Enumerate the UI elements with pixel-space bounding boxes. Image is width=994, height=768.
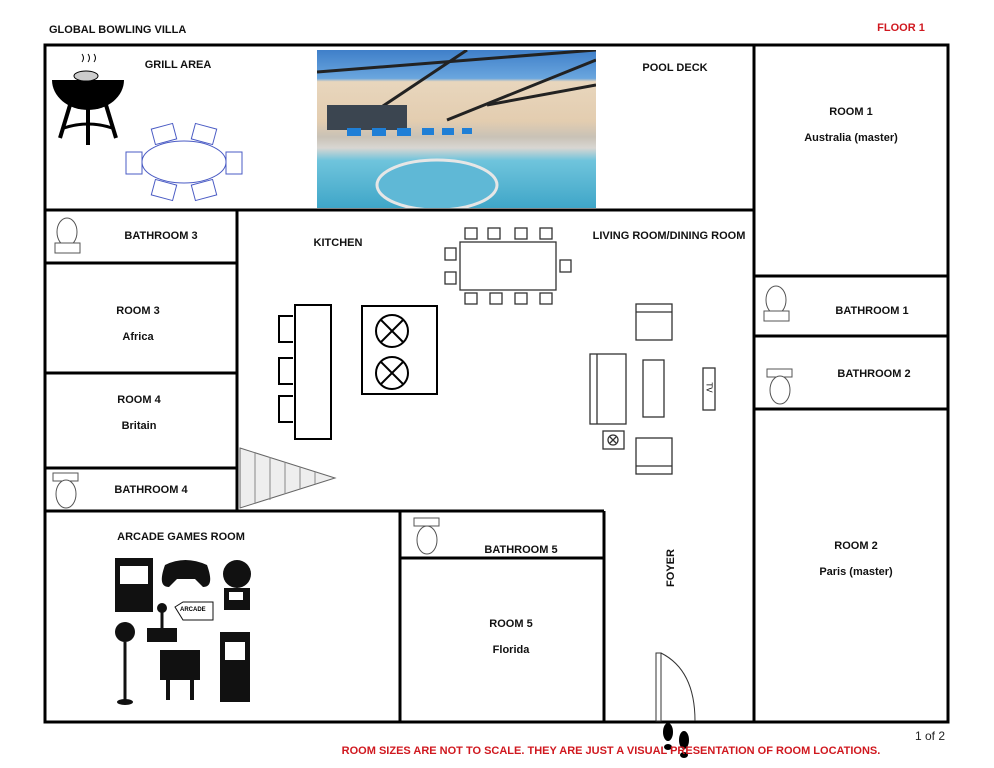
- page-number: 1 of 2: [915, 729, 946, 743]
- arcade-room-label: ARCADE GAMES ROOM: [117, 531, 245, 543]
- room1-label: ROOM 1: [829, 106, 873, 118]
- bathroom4-label: BATHROOM 4: [114, 484, 188, 496]
- pinball-machine-icon: [160, 650, 200, 700]
- room3-theme: Africa: [122, 331, 154, 343]
- room2-label: ROOM 2: [834, 540, 878, 552]
- room4-theme: Britain: [121, 420, 157, 432]
- footprints-icon: [663, 723, 689, 758]
- toilet-icon-bath4: [52, 472, 79, 509]
- arcade-machine-icon: [220, 632, 250, 702]
- arcade-icons: [115, 558, 251, 705]
- room2-theme: Paris (master): [819, 566, 893, 578]
- gumball-stand-icon: [115, 622, 135, 705]
- coffee-table-icon: [642, 359, 665, 418]
- dining-table-icon: [444, 227, 572, 305]
- sofa-icon: [589, 353, 627, 425]
- pool-deck-label: POOL DECK: [642, 62, 708, 74]
- room5-theme: Florida: [492, 644, 530, 656]
- stove-burner-icon: [375, 314, 409, 348]
- gamepad-icon: [161, 560, 211, 587]
- bathroom1-label: BATHROOM 1: [835, 305, 909, 317]
- arcade-arrow-sign-icon: [174, 601, 214, 621]
- bathroom5-label: BATHROOM 5: [484, 544, 558, 556]
- grill-area-label: GRILL AREA: [144, 59, 212, 71]
- foyer-label: FOYER: [665, 549, 677, 587]
- floor-label: FLOOR 1: [877, 22, 925, 34]
- villa-title: GLOBAL BOWLING VILLA: [49, 24, 187, 36]
- toilet-icons: [52, 217, 793, 555]
- room4-label: ROOM 4: [117, 394, 161, 406]
- kitchen-label: KITCHEN: [313, 237, 363, 249]
- staircase-icon: [239, 447, 337, 509]
- arcade-sign-text: ARCADE: [180, 607, 206, 613]
- living-room-label: LIVING ROOM/DINING ROOM: [592, 230, 746, 242]
- grill-icon: [52, 53, 124, 145]
- toilet-icon-bath5: [413, 517, 440, 555]
- arcade-cabinet-icon: [115, 558, 153, 612]
- bathroom3-label: BATHROOM 3: [124, 230, 198, 242]
- toilet-icon-bath2: [766, 368, 793, 405]
- living-furniture: [589, 303, 716, 475]
- front-door-icon: [655, 652, 696, 722]
- stove-burner-icon: [375, 356, 409, 390]
- room1-theme: Australia (master): [804, 132, 898, 144]
- tv-icon: [702, 367, 716, 411]
- kitchen-island: [278, 304, 438, 440]
- joystick-icon: [147, 603, 177, 642]
- patio-table-icon: [125, 122, 243, 202]
- bathroom2-label: BATHROOM 2: [837, 368, 911, 380]
- room5-label: ROOM 5: [489, 618, 533, 630]
- scale-note: ROOM SIZES ARE NOT TO SCALE. THEY ARE JU…: [341, 745, 881, 757]
- lamp-table-icon: [602, 430, 625, 450]
- pool-photo: [317, 50, 596, 208]
- tv-label: TV: [704, 382, 714, 393]
- toilet-icon-bath1: [763, 285, 790, 322]
- pool-enclosure-lines: [317, 50, 596, 208]
- armchair-icon: [635, 437, 673, 475]
- toilet-icon-bath3: [54, 217, 81, 254]
- armchair-icon: [635, 303, 673, 341]
- gumball-machine-icon: [223, 560, 251, 610]
- room3-label: ROOM 3: [116, 305, 160, 317]
